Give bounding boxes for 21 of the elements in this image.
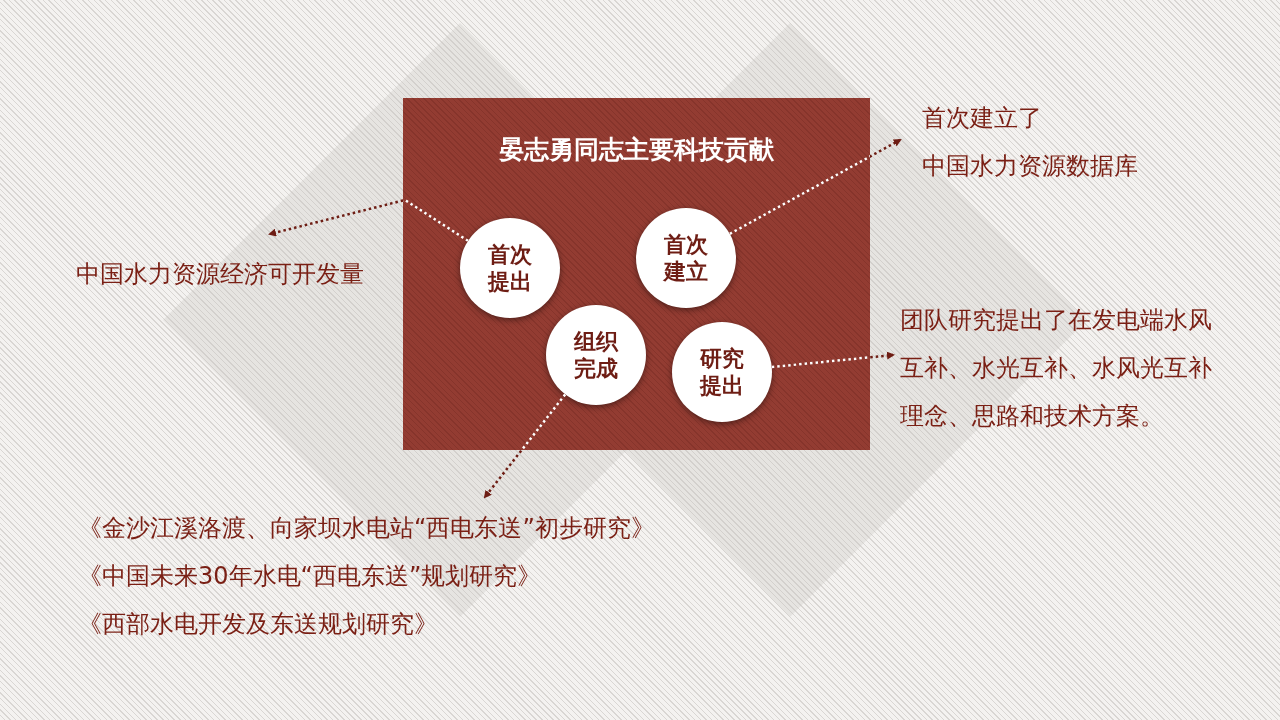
description-text: 《中国未来30年水电“西电东送”规划研究》 xyxy=(78,561,543,592)
description-text: 中国水力资源经济可开发量 xyxy=(76,259,365,290)
badge-label: 首次建立 xyxy=(662,230,709,286)
dotted-arrow xyxy=(729,138,902,235)
description-text: 《金沙江溪洛渡、向家坝水电站“西电东送”初步研究》 xyxy=(78,513,656,544)
description-text: 《西部水电开发及东送规划研究》 xyxy=(78,609,439,640)
badge-label: 组织完成 xyxy=(572,327,620,383)
description-text: 首次建立了 xyxy=(922,103,1043,134)
circle-badge xyxy=(546,305,646,405)
dotted-arrow xyxy=(268,198,469,242)
circle-badge xyxy=(636,208,736,308)
dotted-arrow xyxy=(771,351,895,369)
badge-label: 研究提出 xyxy=(698,344,745,400)
description-text: 团队研究提出了在发电端水风互补、水光互补、水风光互补理念、思路和技术方案。 xyxy=(900,305,1213,432)
badge-label: 首次提出 xyxy=(486,240,533,296)
title-panel xyxy=(403,98,870,450)
circle-badge xyxy=(460,218,560,318)
description-text: 中国水力资源数据库 xyxy=(922,151,1139,182)
circle-badge xyxy=(672,322,772,422)
dotted-arrow xyxy=(483,393,567,499)
panel-title: 晏志勇同志主要科技贡献 xyxy=(498,134,775,166)
